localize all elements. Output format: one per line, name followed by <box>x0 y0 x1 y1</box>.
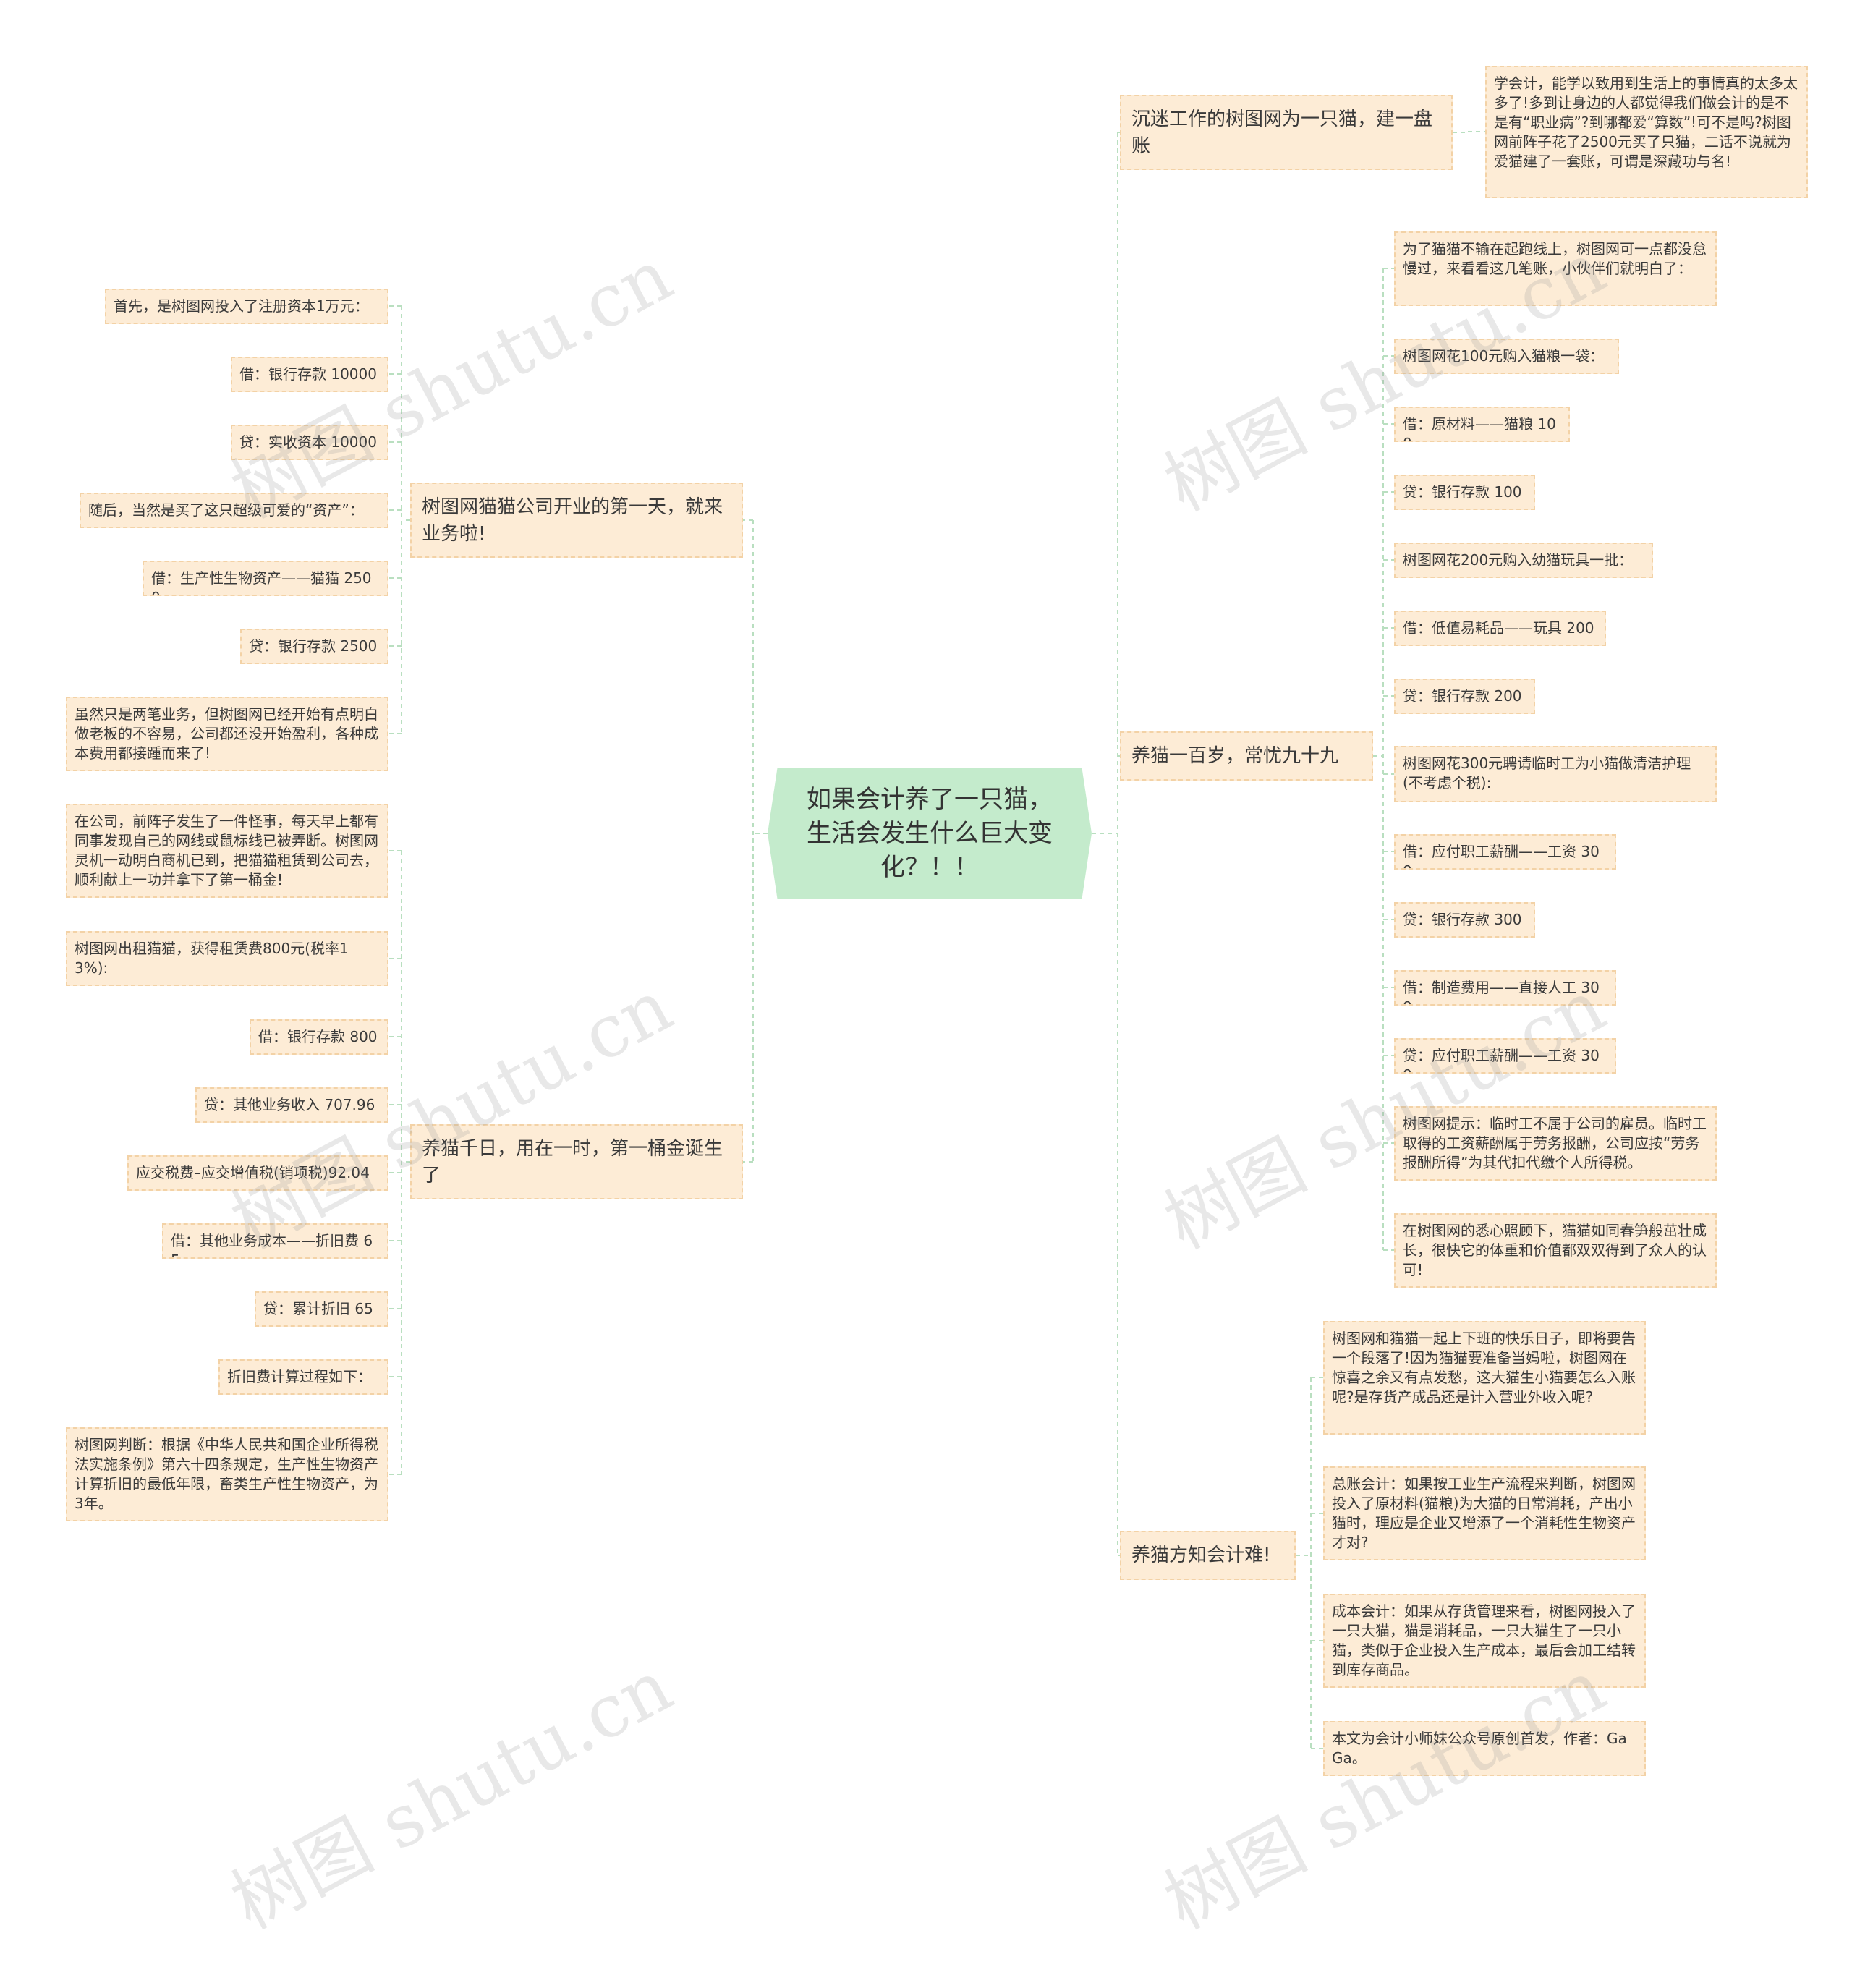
leaf-node[interactable]: 为了猫猫不输在起跑线上，树图网可一点都没怠慢过，来看看这几笔账，小伙伴们就明白了… <box>1394 231 1717 306</box>
leaf-node[interactable]: 本文为会计小师妹公众号原创首发，作者：GaGa。 <box>1323 1721 1646 1776</box>
leaf-node[interactable]: 应交税费–应交增值税(销项税)92.04 <box>127 1155 388 1191</box>
leaf-node[interactable]: 借：应付职工薪酬——工资 300 <box>1394 834 1616 870</box>
leaf-node[interactable]: 借：银行存款 10000 <box>231 357 388 392</box>
leaf-node[interactable]: 折旧费计算过程如下： <box>218 1359 388 1395</box>
leaf-node[interactable]: 在公司，前阵子发生了一件怪事，每天早上都有同事发现自己的网线或鼠标线已被弄断。树… <box>66 804 388 898</box>
leaf-node[interactable]: 总账会计：如果按工业生产流程来判断，树图网投入了原材料(猫粮)为大猫的日常消耗，… <box>1323 1466 1646 1560</box>
leaf-node[interactable]: 借：制造费用——直接人工 300 <box>1394 970 1616 1006</box>
leaf-node[interactable]: 树图网花100元购入猫粮一袋： <box>1394 339 1619 374</box>
leaf-node[interactable]: 借：低值易耗品——玩具 200 <box>1394 611 1606 646</box>
leaf-node[interactable]: 学会计，能学以致用到生活上的事情真的太多太多了!多到让身边的人都觉得我们做会计的… <box>1485 66 1808 198</box>
branch-node[interactable]: 树图网猫猫公司开业的第一天，就来业务啦! <box>410 483 743 558</box>
branch-node[interactable]: 养猫方知会计难! <box>1120 1531 1296 1580</box>
leaf-node[interactable]: 借：其他业务成本——折旧费 65 <box>162 1223 388 1259</box>
leaf-node[interactable]: 借：银行存款 800 <box>250 1019 388 1055</box>
leaf-node[interactable]: 贷：应付职工薪酬——工资 300 <box>1394 1038 1616 1074</box>
leaf-node[interactable]: 虽然只是两笔业务，但树图网已经开始有点明白做老板的不容易，公司都还没开始盈利，各… <box>66 697 388 771</box>
root-node[interactable]: 如果会计养了一只猫，生活会发生什么巨大变化？！！ <box>768 768 1092 899</box>
leaf-node[interactable]: 贷：其他业务收入 707.96 <box>195 1087 388 1123</box>
leaf-node[interactable]: 借：生产性生物资产——猫猫 2500 <box>143 561 388 596</box>
leaf-node[interactable]: 首先，是树图网投入了注册资本1万元： <box>105 289 388 324</box>
leaf-node[interactable]: 贷：银行存款 2500 <box>240 629 388 664</box>
leaf-node[interactable]: 树图网出租猫猫，获得租赁费800元(税率13%): <box>66 931 388 986</box>
leaf-node[interactable]: 成本会计：如果从存货管理来看，树图网投入了一只大猫，猫是消耗品，一只大猫生了一只… <box>1323 1594 1646 1688</box>
leaf-node[interactable]: 树图网判断：根据《中华人民共和国企业所得税法实施条例》第六十四条规定，生产性生物… <box>66 1427 388 1521</box>
leaf-node[interactable]: 树图网花200元购入幼猫玩具一批： <box>1394 543 1653 578</box>
leaf-node[interactable]: 贷：银行存款 300 <box>1394 902 1535 938</box>
connector-lines <box>388 131 1485 1749</box>
leaf-node[interactable]: 树图网花300元聘请临时工为小猫做清洁护理(不考虑个税): <box>1394 746 1717 802</box>
leaf-node[interactable]: 在树图网的悉心照顾下，猫猫如同春笋般茁壮成长，很快它的体重和价值都双双得到了众人… <box>1394 1213 1717 1288</box>
leaf-node[interactable]: 树图网和猫猫一起上下班的快乐日子，即将要告一个段落了!因为猫猫要准备当妈啦，树图… <box>1323 1321 1646 1435</box>
branch-node[interactable]: 沉迷工作的树图网为一只猫，建一盘账 <box>1120 95 1453 170</box>
branch-node[interactable]: 养猫一百岁，常忧九十九 <box>1120 731 1373 781</box>
branch-node[interactable]: 养猫千日，用在一时，第一桶金诞生了 <box>410 1124 743 1199</box>
leaf-node[interactable]: 贷：实收资本 10000 <box>231 425 388 460</box>
leaf-node[interactable]: 贷：银行存款 100 <box>1394 475 1535 510</box>
leaf-node[interactable]: 贷：累计折旧 65 <box>255 1291 388 1327</box>
leaf-node[interactable]: 借：原材料——猫粮 100 <box>1394 407 1570 442</box>
leaf-node[interactable]: 贷：银行存款 200 <box>1394 679 1535 714</box>
leaf-node[interactable]: 树图网提示：临时工不属于公司的雇员。临时工取得的工资薪酬属于劳务报酬，公司应按“… <box>1394 1106 1717 1181</box>
leaf-node[interactable]: 随后，当然是买了这只超级可爱的“资产”： <box>80 493 388 528</box>
